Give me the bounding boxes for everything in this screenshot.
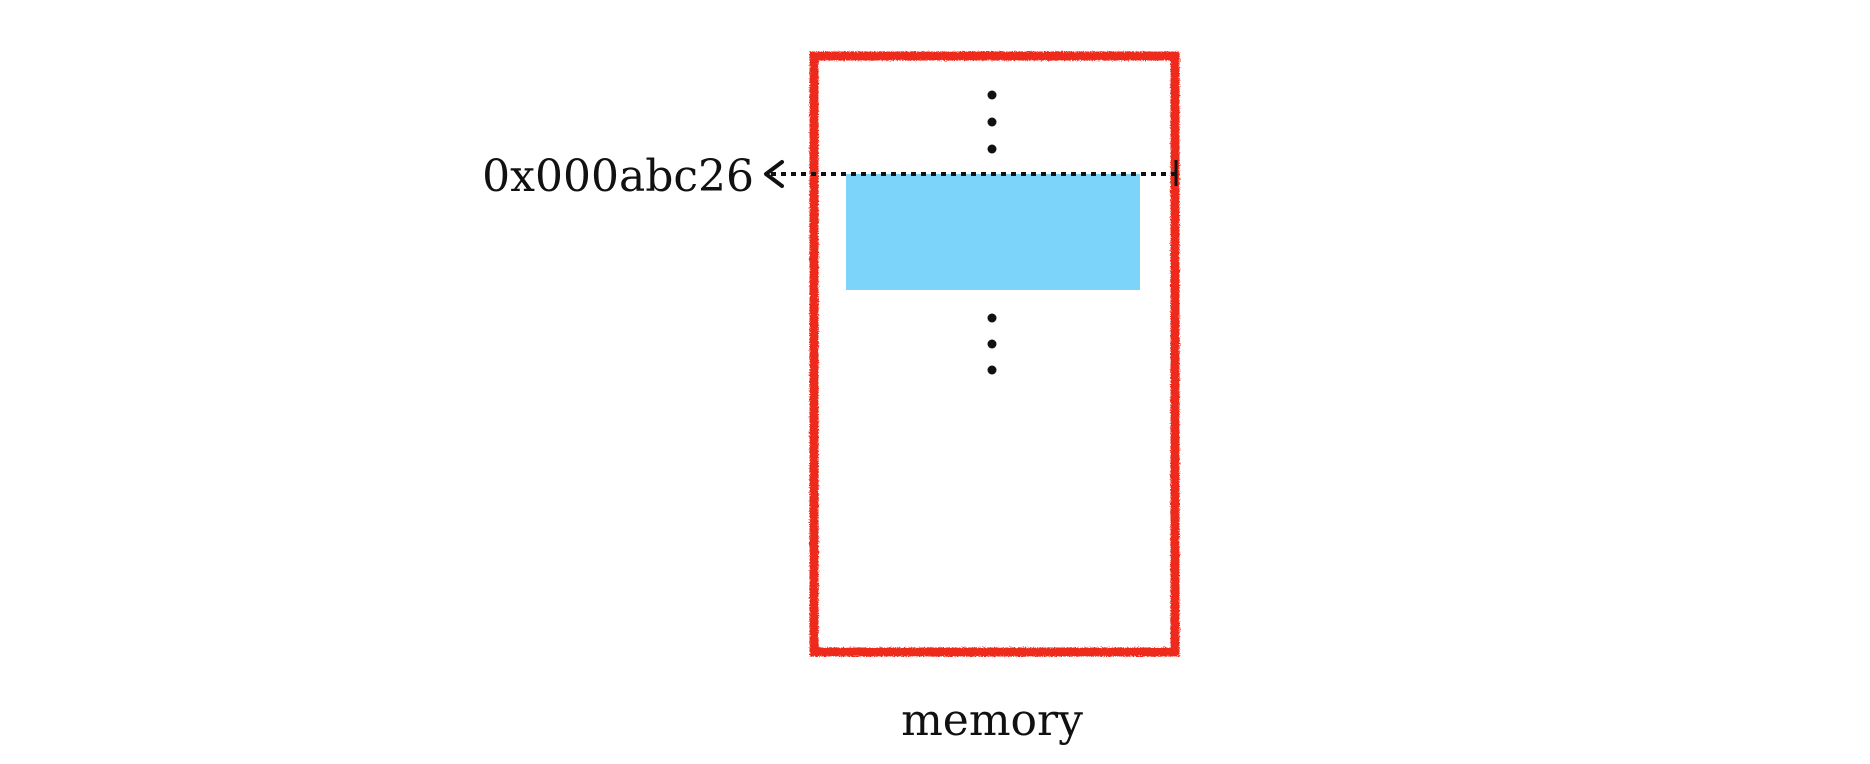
memory-box xyxy=(809,51,1180,657)
data-block xyxy=(846,174,1140,290)
address-label: 0x000abc26 xyxy=(482,151,754,202)
ellipsis-top xyxy=(987,90,997,154)
ellipsis-bottom xyxy=(987,313,997,375)
address-pointer-arrow xyxy=(764,160,1178,188)
memory-label: memory xyxy=(901,695,1083,746)
